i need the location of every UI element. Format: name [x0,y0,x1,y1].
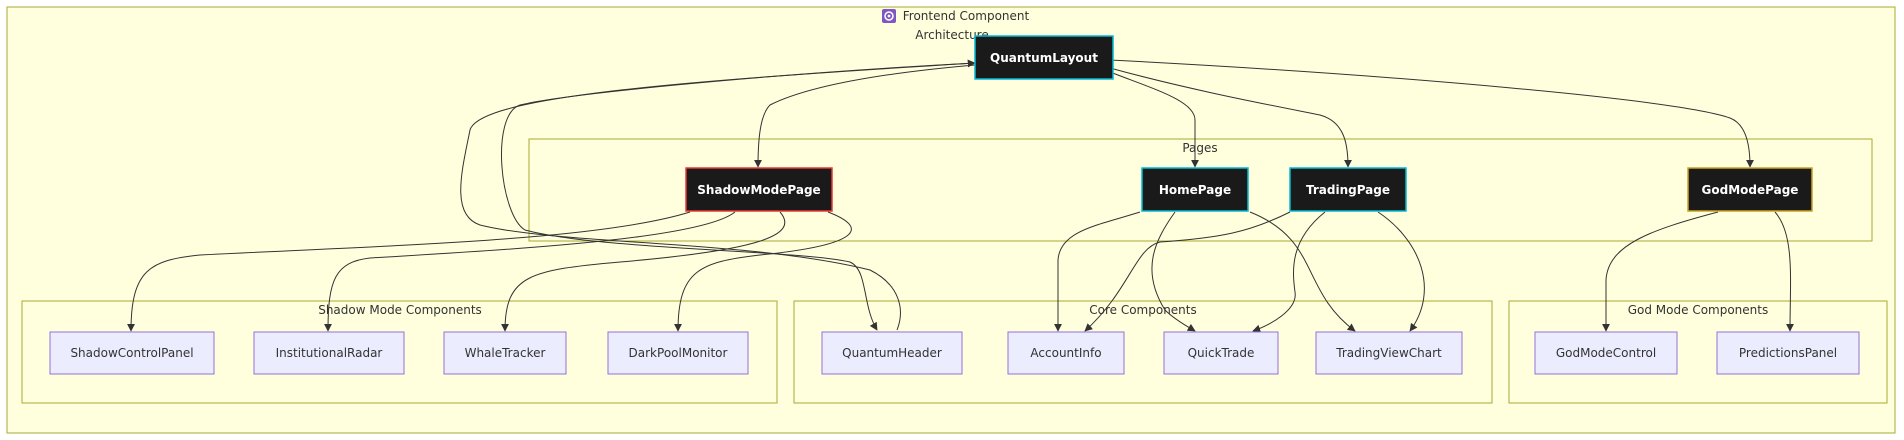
core-components-cluster-label: Core Components [1089,303,1197,317]
svg-text:QuantumLayout: QuantumLayout [990,51,1098,65]
node-trading-page[interactable]: TradingPage [1289,167,1407,212]
edge-homepage-quicktrade [1151,211,1196,332]
edge-layout-tradingpage [1109,67,1352,168]
node-institutional-radar[interactable]: InstitutionalRadar [253,331,405,375]
svg-text:QuantumHeader: QuantumHeader [842,346,942,360]
edge-shadow-controlpanel [127,211,691,332]
svg-text:HomePage: HomePage [1159,183,1231,197]
edge-shadow-darkpool [674,211,852,332]
edge-layout-shadowmodepage [754,64,976,168]
edge-tradingpage-accountinfo [1084,211,1291,332]
svg-text:QuickTrade: QuickTrade [1188,346,1255,360]
edge-shadow-whale [501,211,786,332]
node-home-page[interactable]: HomePage [1141,167,1249,212]
god-mode-cluster-label: God Mode Components [1628,303,1769,317]
svg-text:GodModePage: GodModePage [1702,183,1799,197]
edge-layout-quantumheader [501,62,976,331]
svg-text:ShadowControlPanel: ShadowControlPanel [70,346,193,360]
edge-homepage-accountinfo [1054,211,1141,332]
node-shadow-control-panel[interactable]: ShadowControlPanel [49,331,215,375]
node-whale-tracker[interactable]: WhaleTracker [443,331,567,375]
node-quantum-header[interactable]: QuantumHeader [821,331,963,375]
svg-text:TradingPage: TradingPage [1306,183,1390,197]
node-god-mode-control[interactable]: GodModeControl [1534,331,1678,375]
edge-tradingpage-quicktrade [1252,211,1326,333]
node-dark-pool-monitor[interactable]: DarkPoolMonitor [607,331,749,375]
gear-icon [882,9,896,23]
diagram-title-line2: Architecture [915,28,988,42]
edge-quantumheader-layout-1 [460,59,976,331]
edge-homepage-tvchart [1249,211,1356,332]
edges [127,59,1795,333]
shadow-mode-cluster-label: Shadow Mode Components [318,303,482,317]
svg-text:ShadowModePage: ShadowModePage [697,183,820,197]
node-trading-view-chart[interactable]: TradingViewChart [1315,331,1463,375]
svg-text:TradingViewChart: TradingViewChart [1335,346,1442,360]
node-account-info[interactable]: AccountInfo [1007,331,1125,375]
edge-godmode-control [1602,211,1719,332]
svg-text:GodModeControl: GodModeControl [1556,346,1656,360]
node-quantum-layout[interactable]: QuantumLayout [974,35,1114,80]
edge-tradingpage-tvchart [1377,211,1425,332]
svg-text:PredictionsPanel: PredictionsPanel [1739,346,1837,360]
node-god-mode-page[interactable]: GodModePage [1687,167,1813,212]
svg-text:AccountInfo: AccountInfo [1030,346,1101,360]
node-shadow-mode-page[interactable]: ShadowModePage [685,167,833,212]
edge-shadow-radar [324,211,736,332]
edge-layout-homepage [1104,69,1199,168]
diagram-title-line1: Frontend Component [903,9,1030,23]
svg-text:WhaleTracker: WhaleTracker [465,346,546,360]
svg-text:DarkPoolMonitor: DarkPoolMonitor [629,346,728,360]
svg-text:InstitutionalRadar: InstitutionalRadar [276,346,383,360]
node-predictions-panel[interactable]: PredictionsPanel [1716,331,1860,375]
edge-layout-godmodepage [1109,59,1754,168]
edge-godmode-predictions [1774,211,1795,332]
node-quick-trade[interactable]: QuickTrade [1163,331,1279,375]
pages-cluster-label: Pages [1182,141,1217,155]
